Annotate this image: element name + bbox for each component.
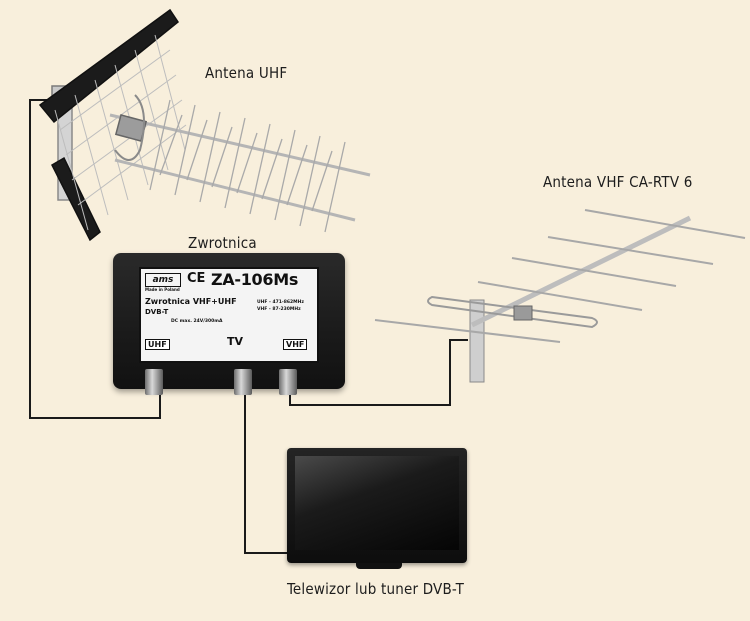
splitter-dc-rating: DC max. 24V/300mA xyxy=(171,319,223,324)
cables xyxy=(29,99,468,554)
vhf-elements xyxy=(374,209,746,343)
splitter-panel: ams Made in Poland CE ZA-106Ms Zwrotnica… xyxy=(139,267,319,363)
uhf-boom-upper xyxy=(109,113,371,177)
vhf-dipole-loop xyxy=(427,295,598,329)
uhf-reflector-lower xyxy=(51,156,101,242)
splitter-connector-uhf xyxy=(145,369,163,395)
cable-splitter-to-tv xyxy=(244,395,290,554)
splitter-bands: UHF - 471-862MHz VHF - 87-230MHz xyxy=(257,299,304,313)
uhf-dipole-loop xyxy=(114,94,145,161)
vhf-boom xyxy=(470,215,692,328)
tv-stand xyxy=(356,563,402,569)
splitter-port-tv-label: TV xyxy=(227,335,244,348)
label-splitter: Zwrotnica xyxy=(188,234,257,252)
splitter-title: Zwrotnica VHF+UHF xyxy=(145,297,237,306)
tv-device xyxy=(287,448,467,563)
uhf-dipole-box xyxy=(114,114,148,142)
uhf-reflector-frame xyxy=(38,8,180,124)
vhf-dipole-box xyxy=(513,305,533,321)
label-uhf-antenna: Antena UHF xyxy=(205,64,288,82)
splitter-subtitle: DVB-T xyxy=(145,308,169,316)
vhf-antenna xyxy=(374,209,746,383)
splitter-device: ams Made in Poland CE ZA-106Ms Zwrotnica… xyxy=(113,253,345,395)
splitter-made-in: Made in Poland xyxy=(145,287,180,292)
splitter-connector-vhf xyxy=(279,369,297,395)
splitter-band-vhf: VHF - 87-230MHz xyxy=(257,307,301,312)
tv-screen xyxy=(295,456,459,550)
splitter-port-uhf-label: UHF xyxy=(145,339,170,350)
splitter-port-vhf-label: VHF xyxy=(283,339,308,350)
label-tv: Telewizor lub tuner DVB-T xyxy=(287,580,465,598)
cable-uhf-to-splitter xyxy=(29,99,161,419)
label-vhf-antenna: Antena VHF CA-RTV 6 xyxy=(543,173,693,191)
splitter-brand-logo: ams xyxy=(145,273,181,287)
cable-vhf-to-splitter xyxy=(289,339,468,406)
splitter-ce-mark: CE xyxy=(187,271,206,286)
uhf-antenna xyxy=(38,8,371,242)
splitter-connector-tv xyxy=(234,369,252,395)
uhf-directors xyxy=(149,99,346,233)
splitter-model: ZA-106Ms xyxy=(211,270,299,289)
splitter-band-uhf: UHF - 471-862MHz xyxy=(257,300,305,305)
